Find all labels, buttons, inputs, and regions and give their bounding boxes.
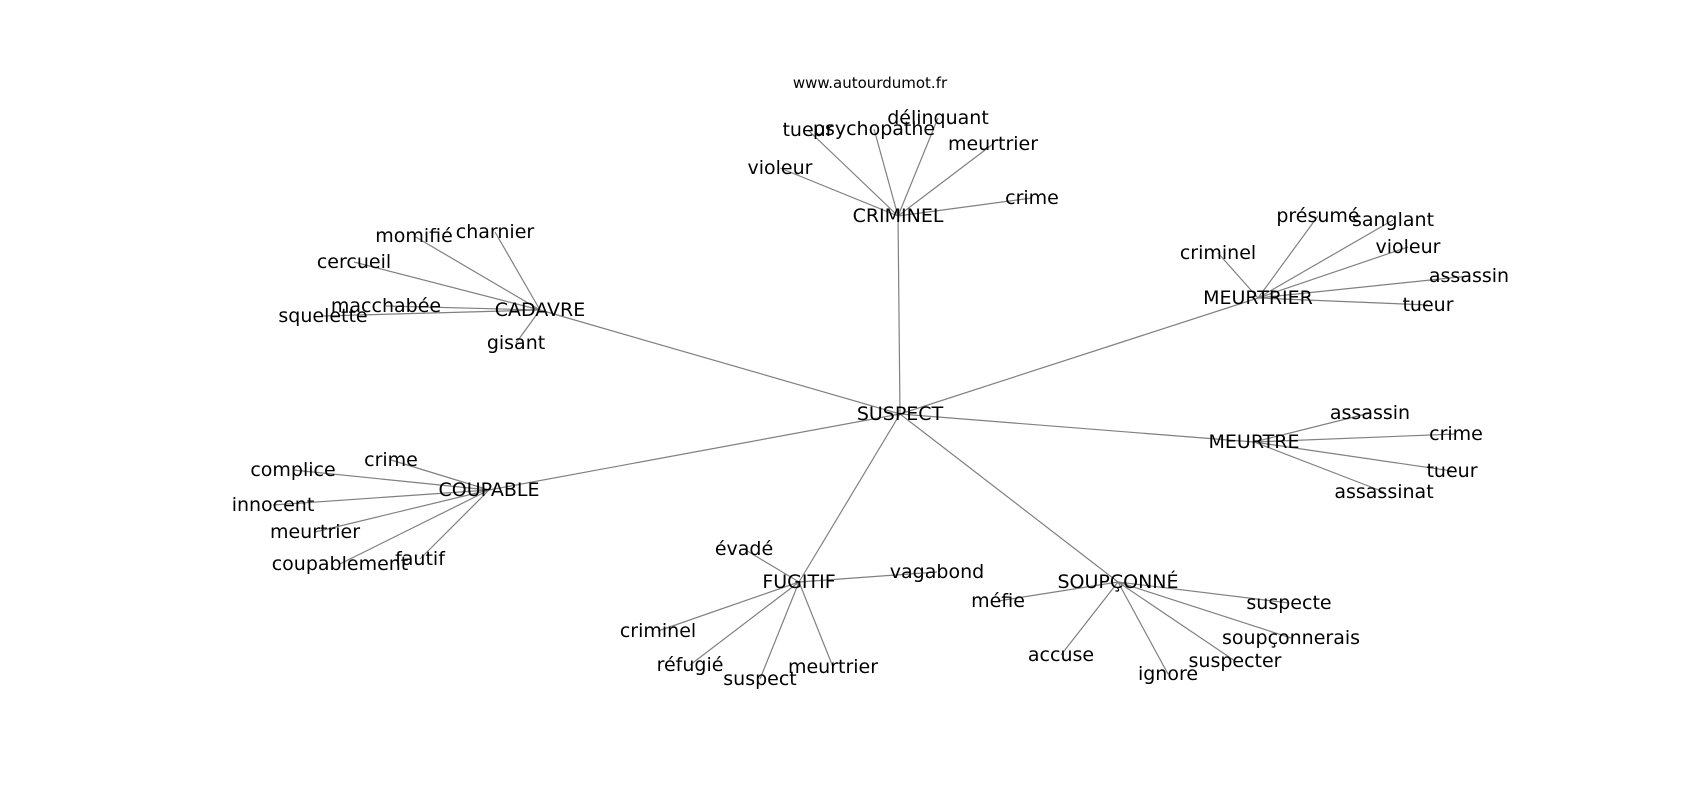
leaf-node: tueur [1426,460,1477,482]
leaf-node: momifié [375,225,453,247]
edge-5-3 [689,581,800,666]
leaf-node: suspecter [1189,650,1282,672]
edge-1-2 [353,261,541,311]
edge-1-4 [322,309,541,317]
leaf-node: macchabée [331,295,441,317]
leaf-node: crime [1005,187,1059,209]
leaf-node: présumé [1276,205,1359,227]
edge-center-1 [539,309,901,415]
leaf-node: gisant [487,332,545,354]
edge-4-2 [272,489,490,506]
edge-0-3 [897,143,994,217]
edge-0-5 [897,197,1033,217]
edges [272,117,1470,680]
edge-4-1 [292,469,490,491]
leaf-node: sanglant [1352,209,1434,231]
leaf-node: soupçonnerais [1222,627,1360,649]
edge-1-0 [413,235,541,311]
leaf-node: assassin [1330,402,1410,424]
edge-4-3 [314,489,490,533]
edge-1-1 [494,231,541,311]
leaf-node: évadé [715,538,773,560]
edge-1-5 [515,309,541,344]
hub-node: COUPABLE [439,479,540,501]
edge-center-5 [798,413,901,583]
leaf-node: crime [364,449,418,471]
leaf-node: tueur [1402,294,1453,316]
leaf-node: délinquant [887,107,989,129]
edge-6-3 [1060,581,1119,656]
leaf-node: accuse [1028,644,1094,666]
edge-2-0 [1257,215,1319,299]
edge-3-0 [1253,412,1371,443]
edge-0-1 [873,128,899,217]
edge-6-5 [1117,581,1169,675]
leaf-node: crime [1429,423,1483,445]
leaf-node: complice [250,459,335,481]
hub-node: SOUPÇONNÉ [1057,570,1178,593]
leaf-node: suspect [723,668,797,690]
leaf-node: vagabond [890,561,984,583]
leaf-node: suspecte [1246,592,1331,614]
edge-0-4 [779,167,899,217]
edge-5-5 [798,581,834,668]
leaf-node: réfugié [657,654,724,676]
edge-0-0 [807,129,899,217]
edge-2-5 [1257,297,1429,306]
edge-2-1 [1257,219,1394,299]
leaf-node: charnier [456,221,535,243]
edge-6-1 [1117,581,1290,604]
edge-4-4 [339,489,490,565]
leaf-node: violeur [748,157,813,179]
hub-node: CRIMINEL [853,205,944,227]
center-node: SUSPECT [857,403,944,425]
leaf-node: meurtrier [948,133,1038,155]
edge-6-4 [1117,581,1236,662]
leaf-node: coupablement [272,553,409,575]
edge-5-0 [743,548,800,583]
edge-3-3 [1253,441,1385,493]
edge-center-3 [899,413,1255,443]
edge-4-5 [419,489,490,560]
edge-3-2 [1253,441,1453,472]
edge-6-2 [1117,581,1292,639]
hub-node: CADAVRE [495,299,586,321]
leaf-node: assassinat [1334,481,1433,503]
edge-5-4 [759,581,800,680]
leaf-node: criminel [620,620,696,642]
edge-center-6 [899,413,1119,583]
edge-2-3 [1257,246,1409,299]
edge-4-0 [390,459,490,491]
leaf-node: cercueil [317,251,391,273]
edge-5-2 [657,581,800,632]
hub-node: MEURTRIER [1203,287,1313,309]
edge-center-2 [899,297,1259,415]
leaf-node: criminel [1180,242,1256,264]
leaf-node: fautif [395,548,446,570]
leaf-node: violeur [1376,236,1441,258]
leaf-node: squelette [278,305,367,327]
leaf-node: tueur [782,119,833,141]
labels: SUSPECTCRIMINELtueurpsychopathedélinquan… [232,107,1509,690]
edge-center-4 [488,413,901,491]
edge-5-1 [798,571,938,583]
edge-6-0 [997,581,1119,602]
leaf-node: ignore [1138,663,1198,685]
leaf-node: meurtrier [270,521,360,543]
edge-0-2 [897,117,939,217]
edge-2-4 [1257,275,1470,299]
edge-center-0 [897,215,901,415]
leaf-node: psychopathe [813,118,935,140]
source-label: www.autourdumot.fr [793,74,948,92]
edge-2-2 [1217,252,1259,299]
leaf-node: innocent [232,494,315,516]
edge-3-1 [1253,433,1457,443]
leaf-node: assassin [1429,265,1509,287]
hub-node: FUGITIF [762,571,835,593]
edge-1-3 [385,305,541,311]
leaf-node: meurtrier [788,656,878,678]
leaf-node: méfie [971,590,1025,612]
hub-node: MEURTRE [1209,431,1300,453]
